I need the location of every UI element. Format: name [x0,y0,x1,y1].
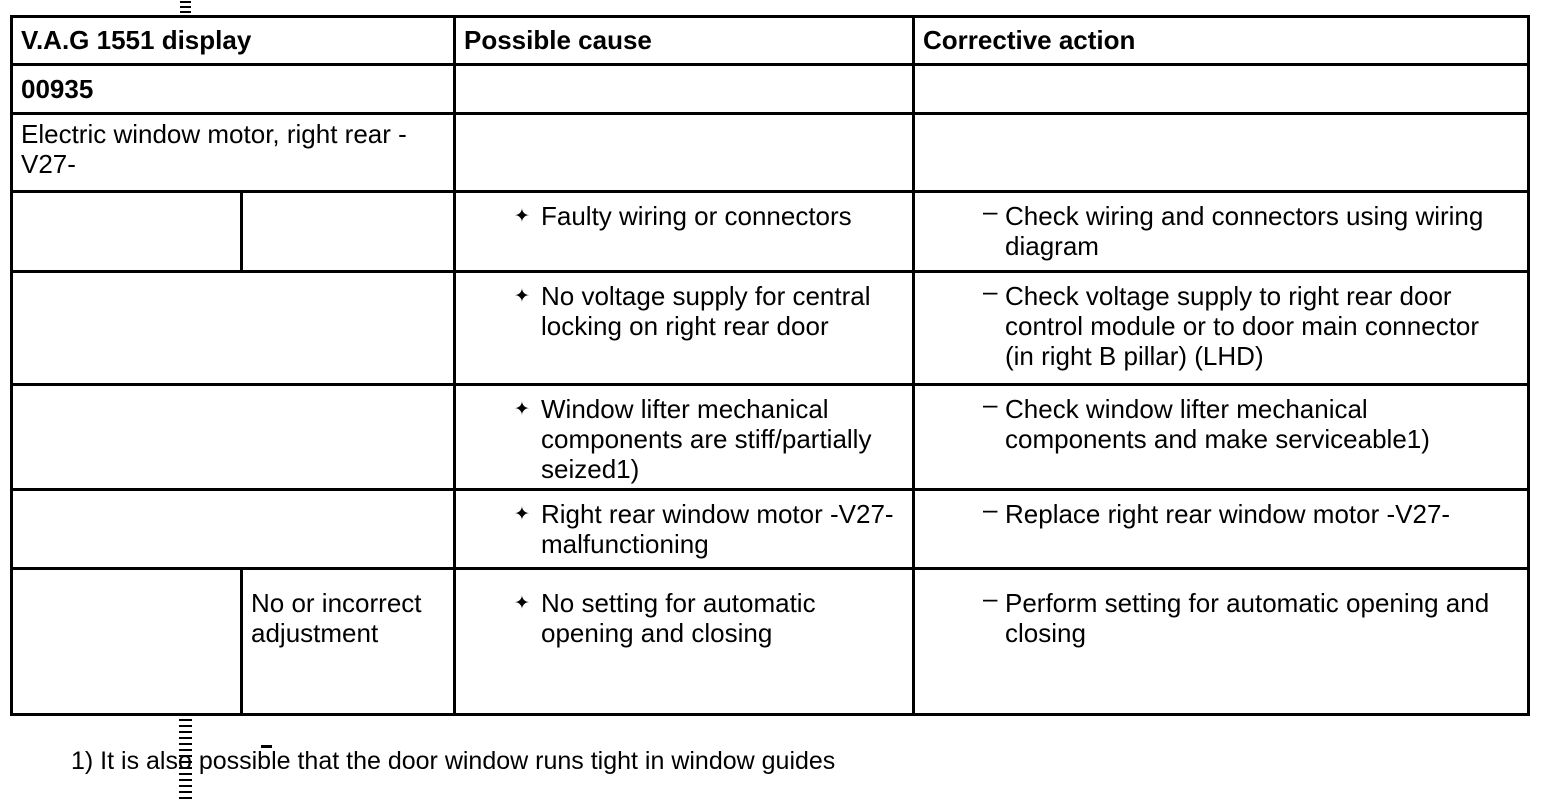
action-cell: – Perform setting for automatic opening … [912,567,1530,716]
cause-text: No voltage supply for central locking on… [541,281,871,341]
table-row: ✦ Faulty wiring or connectors – Check wi… [10,190,1530,273]
fault-description-cell: Electric window motor, right rear - V27- [10,112,456,193]
table-row: ✦ No voltage supply for central locking … [10,270,1530,386]
dash-bullet-icon: – [983,276,998,306]
header-possible-cause: Possible cause [453,15,915,66]
table-row: No or incorrect adjustment ✦ No setting … [10,567,1530,716]
cause-text: Window lifter mechanical components are … [541,394,872,484]
fault-diagnosis-table: V.A.G 1551 display Possible cause Correc… [10,15,1530,716]
action-cell: – Replace right rear window motor -V27- [912,488,1530,570]
cause-cell: ✦ Faulty wiring or connectors [453,190,915,273]
diamond-bullet-icon: ✦ [514,285,530,307]
display-cell [10,270,456,386]
table-header-row: V.A.G 1551 display Possible cause Correc… [10,15,1530,66]
empty-cell [912,63,1530,115]
empty-cell [453,112,915,193]
empty-cell [453,63,915,115]
display-subcell-right [240,190,456,273]
action-text: Check voltage supply to right rear door … [1005,281,1480,371]
action-text: Check wiring and connectors using wiring… [1005,201,1484,261]
action-cell: – Check wiring and connectors using wiri… [912,190,1530,273]
cause-cell: ✦ Window lifter mechanical components ar… [453,383,915,491]
display-subcell-left [10,190,243,273]
cause-text: No setting for automatic opening and clo… [541,588,816,648]
header-vag-display: V.A.G 1551 display [10,15,456,66]
cause-text: Right rear window motor -V27- malfunctio… [541,499,894,559]
fault-code-row: 00935 [10,63,1530,115]
diamond-bullet-icon: ✦ [514,205,530,227]
cause-text: Faulty wiring or connectors [541,201,852,231]
action-text: Check window lifter mechanical component… [1005,394,1430,454]
cause-cell: ✦ Right rear window motor -V27- malfunct… [453,488,915,570]
dash-bullet-icon: – [983,583,998,613]
display-cell [10,488,456,570]
scan-artifact-bottom-dashes [179,719,192,799]
diamond-bullet-icon: ✦ [514,592,530,614]
action-text: Perform setting for automatic opening an… [1005,588,1490,648]
dash-bullet-icon: – [983,196,998,226]
fault-description-row: Electric window motor, right rear - V27- [10,112,1530,193]
diamond-bullet-icon: ✦ [514,503,530,525]
table-row: ✦ Right rear window motor -V27- malfunct… [10,488,1530,570]
fault-code-cell: 00935 [10,63,456,115]
display-cell [10,383,456,491]
footnote-text: 1) It is also possible that the door win… [71,747,836,775]
dash-bullet-icon: – [983,389,998,419]
action-cell: – Check voltage supply to right rear doo… [912,270,1530,386]
cause-cell: ✦ No setting for automatic opening and c… [453,567,915,716]
dash-bullet-icon: – [983,494,998,524]
cause-cell: ✦ No voltage supply for central locking … [453,270,915,386]
display-subcell-left [10,567,243,716]
empty-cell [912,112,1530,193]
action-text: Replace right rear window motor -V27- [1005,499,1451,529]
header-corrective-action: Corrective action [912,15,1530,66]
diamond-bullet-icon: ✦ [514,398,530,420]
scan-artifact-top-dashes [180,1,191,15]
action-cell: – Check window lifter mechanical compone… [912,383,1530,491]
display-subcell-adjustment: No or incorrect adjustment [240,567,456,716]
table-row: ✦ Window lifter mechanical components ar… [10,383,1530,491]
scan-artifact-stray-hyphen [261,745,272,748]
